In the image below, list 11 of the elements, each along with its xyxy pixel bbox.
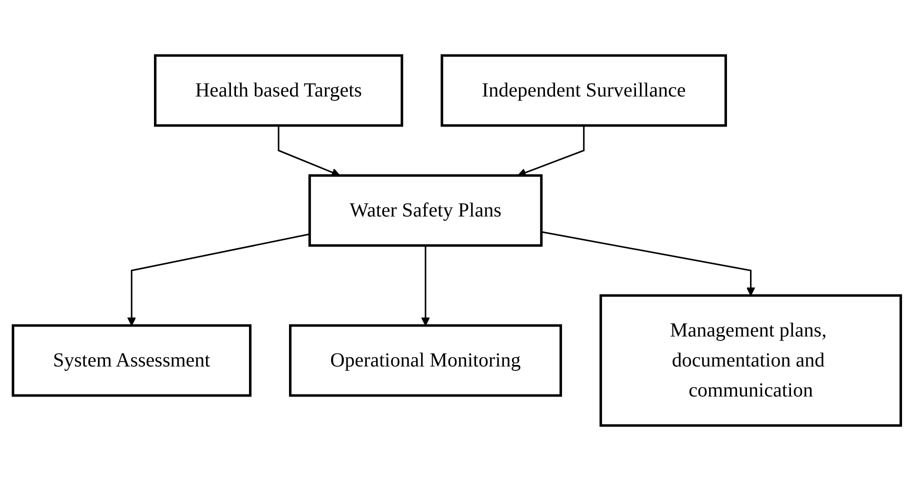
arrow: [126, 233, 310, 326]
arrow: [277, 126, 340, 177]
arrow: [517, 126, 584, 177]
arrow: [540, 231, 755, 296]
node-box: Operational Monitoring: [288, 324, 562, 397]
node-box: Independent Surveillance: [440, 54, 727, 127]
node-box: Health based Targets: [154, 54, 403, 127]
node-box: Water Safety Plans: [308, 174, 542, 247]
node-box: Management plans, documentation and communication: [599, 294, 902, 427]
node-box: System Assessment: [11, 324, 252, 397]
arrow: [420, 246, 430, 326]
